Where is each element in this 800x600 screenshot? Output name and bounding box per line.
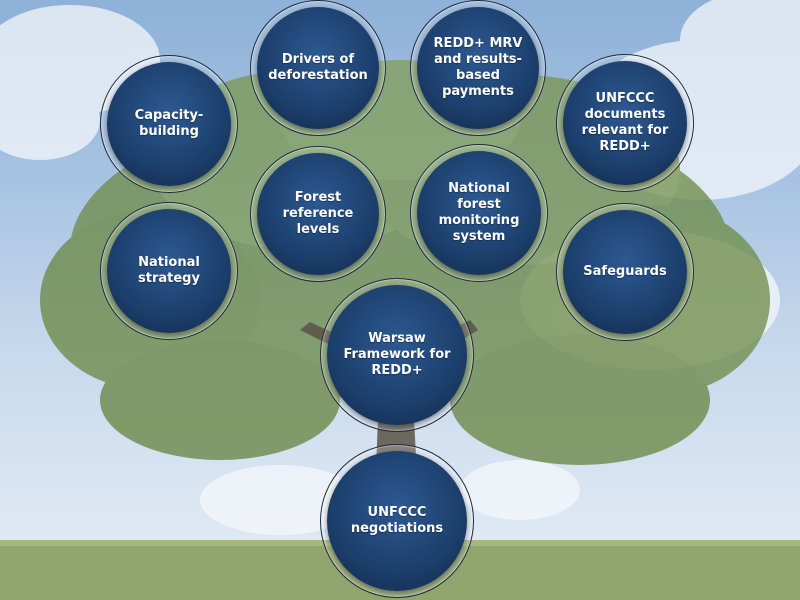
node-label: National strategy [138,255,200,286]
node-forest-reference-levels[interactable]: Forest reference levels [250,146,386,282]
node-disc: UNFCCC documents relevant for REDD+ [563,61,687,185]
node-capacity-building[interactable]: Capacity- building [100,55,238,193]
node-warsaw-framework[interactable]: Warsaw Framework for REDD+ [320,278,474,432]
node-disc: UNFCCC negotiations [327,451,467,591]
node-label: Warsaw Framework for REDD+ [343,331,451,378]
node-label: REDD+ MRV and results- based payments [433,36,523,99]
node-disc: Warsaw Framework for REDD+ [327,285,467,425]
node-redd-mrv-results-based-payments[interactable]: REDD+ MRV and results- based payments [410,0,546,136]
node-disc: REDD+ MRV and results- based payments [417,7,539,129]
node-unfccc-documents[interactable]: UNFCCC documents relevant for REDD+ [556,54,694,192]
node-disc: National forest monitoring system [417,151,541,275]
node-label: National forest monitoring system [438,181,520,244]
node-label: UNFCCC documents relevant for REDD+ [581,91,669,154]
node-disc: Drivers of deforestation [257,7,379,129]
node-label: Safeguards [583,264,667,279]
node-disc: Capacity- building [107,62,231,186]
node-label: Forest reference levels [282,190,354,237]
node-label: UNFCCC negotiations [350,505,444,536]
node-safeguards[interactable]: Safeguards [556,203,694,341]
node-label: Drivers of deforestation [268,52,368,83]
node-unfccc-negotiations[interactable]: UNFCCC negotiations [320,444,474,598]
node-national-forest-monitoring-system[interactable]: National forest monitoring system [410,144,548,282]
node-national-strategy[interactable]: National strategy [100,202,238,340]
node-disc: National strategy [107,209,231,333]
node-label: Capacity- building [134,108,204,139]
node-disc: Forest reference levels [257,153,379,275]
node-drivers-of-deforestation[interactable]: Drivers of deforestation [250,0,386,136]
node-disc: Safeguards [563,210,687,334]
